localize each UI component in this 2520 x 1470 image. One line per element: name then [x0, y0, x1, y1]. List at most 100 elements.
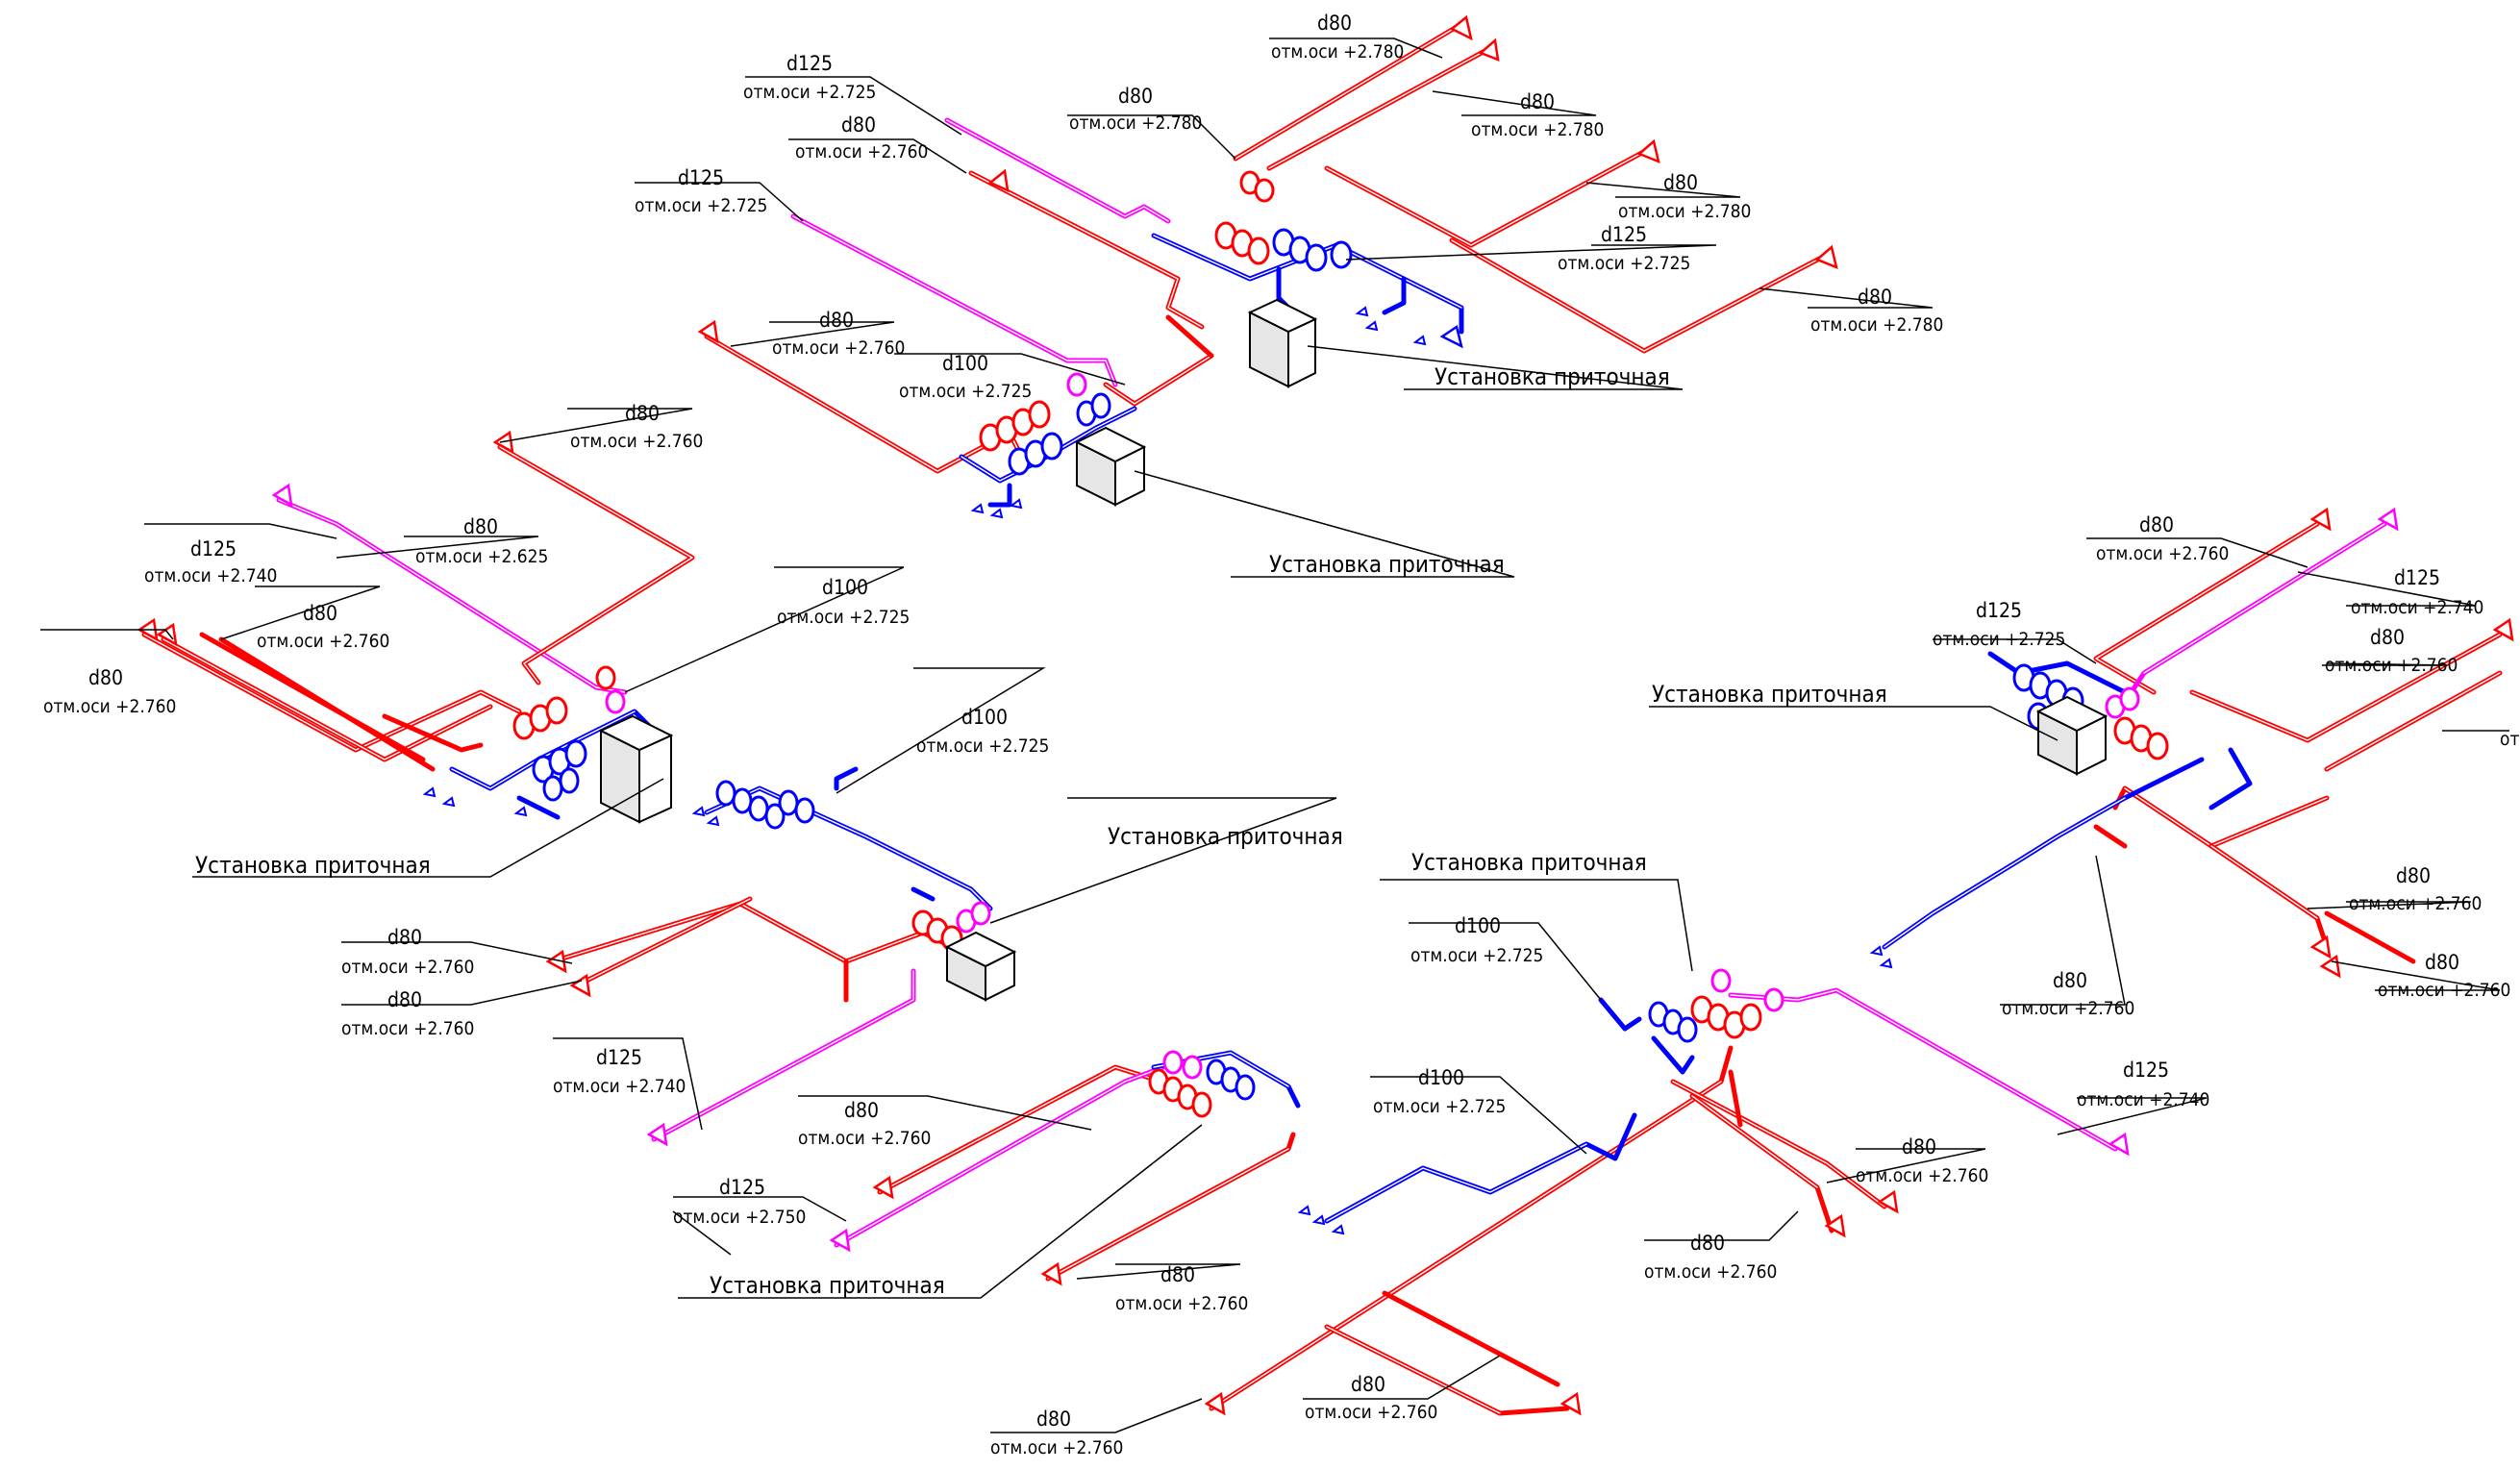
- label-elevation: отм.оси +2.760: [795, 141, 928, 162]
- label-diameter: d80: [2053, 969, 2087, 992]
- supply-duct-b2: [1103, 353, 1214, 407]
- duct-system-a: [944, 14, 1838, 388]
- label-diameter: d80: [1036, 1408, 1071, 1431]
- label-elevation: отм.оси +2.760: [2378, 980, 2510, 1001]
- supply-duct-g6: [2324, 910, 2416, 964]
- label-elevation: отм.оси +2.780: [1271, 41, 1404, 62]
- label-elevation-fragment: отм: [2500, 729, 2520, 750]
- label-diameter: d80: [463, 515, 498, 538]
- label-elevation: отм.оси +2.760: [2325, 655, 2458, 676]
- label-elevation: отм.оси +2.740: [144, 565, 277, 586]
- label-elevation: отм.оси +2.760: [1115, 1293, 1248, 1314]
- label-diameter: d80: [2396, 864, 2431, 887]
- duct-system-f: [1204, 968, 2130, 1416]
- diffusers-g: [1869, 507, 2514, 979]
- duct-system-g: [1869, 507, 2514, 979]
- label-diameter: d80: [2370, 626, 2405, 649]
- label-diameter: d80: [1351, 1373, 1385, 1396]
- label-diameter: d80: [1520, 90, 1555, 113]
- label-diameter: d80: [303, 602, 337, 625]
- diffusers-f: [1204, 1132, 2130, 1416]
- air-handling-unit-b: [1074, 426, 1147, 507]
- label-elevation: отм.оси +2.740: [553, 1076, 686, 1097]
- label-diameter: d80: [1317, 12, 1352, 35]
- supply-duct-f5: [1689, 1093, 1834, 1233]
- label-elevation: отм.оси +2.625: [415, 546, 548, 567]
- ductwork: [137, 14, 2514, 1416]
- unit-label: Установка приточная: [1435, 363, 1670, 390]
- label-elevation: отм.оси +2.760: [1305, 1402, 1437, 1423]
- label-elevation: отм.оси +2.725: [1933, 629, 2065, 650]
- label-diameter: d80: [819, 309, 854, 332]
- label-diameter: d100: [1418, 1066, 1464, 1089]
- supply-duct-g2: [2189, 632, 2503, 743]
- label-diameter: d80: [841, 113, 876, 137]
- label-diameter: d80: [2139, 513, 2174, 536]
- label-elevation: отм.оси +2.760: [43, 696, 176, 717]
- diffusers-e: [829, 1175, 1062, 1286]
- fan-coil-d2: [911, 901, 991, 952]
- recirc-duct-d2: [834, 766, 859, 791]
- label-elevation: отм.оси +2.725: [916, 735, 1049, 757]
- fan-coil-d: [715, 780, 815, 830]
- label-elevation: отм.оси +2.725: [743, 82, 876, 103]
- fan-coil-f: [1648, 968, 1784, 1043]
- label-elevation: отм.оси +2.760: [1856, 1165, 1988, 1186]
- label-diameter: d125: [1601, 223, 1647, 246]
- label-elevation: отм.оси +2.760: [341, 1018, 474, 1039]
- label-diameter: d125: [678, 166, 724, 189]
- label-diameter: d100: [1455, 914, 1501, 937]
- recirc-duct-f3: [1651, 1035, 1695, 1075]
- label-elevation: отм.оси +2.780: [1069, 112, 1202, 134]
- recirc-duct-b2: [987, 483, 1012, 508]
- label-diameter: d100: [961, 706, 1008, 729]
- label-diameter: d125: [1976, 599, 2022, 622]
- label-elevation: отм.оси +2.725: [1373, 1096, 1506, 1117]
- air-handling-unit-d: [944, 931, 1017, 1002]
- label-elevation: отм.оси +2.780: [1810, 314, 1943, 336]
- label-diameter: d125: [719, 1176, 765, 1199]
- recirc-duct-g3: [2208, 747, 2253, 810]
- label-diameter: d80: [88, 666, 123, 689]
- fan-coil-b: [979, 372, 1111, 476]
- label-diameter: d80: [1858, 286, 1892, 309]
- label-elevation: отм.оси +2.725: [1558, 253, 1690, 274]
- diffusers-d: [545, 806, 720, 1147]
- label-elevation: отм.оси +2.725: [635, 195, 767, 216]
- duct-labels: d80 отм.оси +2.780 d125 отм.оси +2.725 d…: [43, 12, 2520, 1458]
- unit-labels: Установка приточная Установка приточная …: [195, 363, 1887, 1299]
- supply-duct-c6: [382, 713, 484, 753]
- label-diameter: d100: [942, 352, 988, 375]
- air-handling-unit-c: [598, 714, 674, 824]
- unit-label: Установка приточная: [710, 1272, 945, 1299]
- label-diameter: d125: [786, 52, 833, 75]
- label-elevation: отм.оси +2.760: [798, 1128, 931, 1149]
- label-elevation: отм.оси +2.760: [1644, 1261, 1777, 1283]
- outdoor-duct-a1: [944, 117, 1171, 224]
- recirc-duct-f2: [1598, 997, 1642, 1032]
- unit-label: Установка приточная: [1269, 551, 1505, 578]
- duct-system-e: [829, 1050, 1301, 1286]
- unit-label: Установка приточная: [1411, 849, 1647, 876]
- diffusers-a: [987, 14, 1838, 349]
- label-diameter: d80: [2425, 951, 2459, 974]
- leader-lines: [40, 37, 2509, 1433]
- outdoor-duct-e1: [834, 1064, 1166, 1248]
- label-diameter: d125: [596, 1046, 642, 1069]
- unit-label: Установка приточная: [1108, 823, 1343, 850]
- label-elevation: отм.оси +2.740: [2077, 1089, 2209, 1110]
- supply-duct-f4: [1670, 1079, 1887, 1209]
- label-diameter: d125: [2123, 1059, 2169, 1082]
- label-elevation: отм.оси +2.760: [772, 337, 905, 359]
- label-elevation: отм.оси +2.780: [1618, 201, 1751, 222]
- label-diameter: d80: [844, 1099, 879, 1122]
- label-elevation: отм.оси +2.760: [2002, 998, 2134, 1019]
- recirc-duct-g2: [1987, 651, 2128, 695]
- fan-coil-a: [1214, 170, 1353, 272]
- label-diameter: d80: [1160, 1263, 1195, 1286]
- label-elevation: отм.оси +2.760: [2349, 893, 2482, 914]
- label-diameter: d80: [387, 988, 422, 1011]
- supply-duct-c5: [218, 636, 436, 772]
- supply-duct-f3: [1382, 1290, 1560, 1387]
- recirc-duct-c2: [516, 795, 561, 820]
